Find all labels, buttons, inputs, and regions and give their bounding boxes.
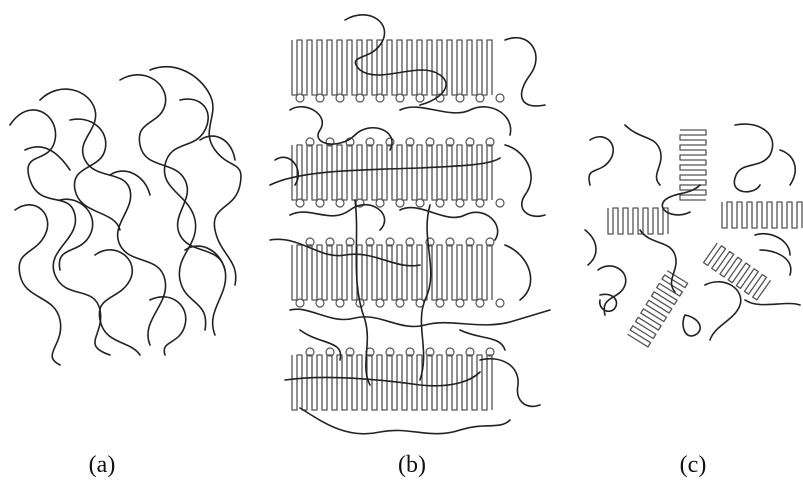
panel-a-amorphous-coil	[10, 67, 241, 365]
panel-b-stacked-lamellae	[270, 15, 550, 434]
crystallite-c2	[608, 208, 668, 234]
caption-b: (b)	[398, 452, 426, 479]
panel-c-dispersed-crystallites	[585, 124, 802, 347]
crystallite-c5	[628, 271, 688, 347]
crystallite-c3	[722, 202, 802, 228]
caption-c: (c)	[680, 452, 707, 479]
caption-a: (a)	[89, 452, 116, 479]
lamella-b1	[292, 40, 492, 95]
